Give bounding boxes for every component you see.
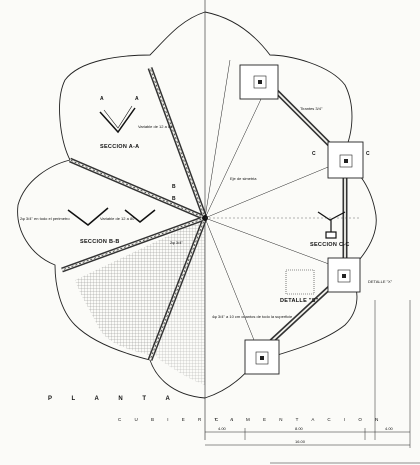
title-planta: P L A N T A (48, 396, 179, 402)
dim-total: 16.00 (295, 439, 306, 444)
note-edge: 2φ 3/4" en todo el perimetro (20, 216, 70, 221)
mark-c2: C (366, 151, 370, 157)
section-b-label: SECCION B-B (80, 239, 120, 245)
note-rebar-4: Variable de 12 a 80 (100, 216, 135, 221)
dim-3: 4.00 (385, 426, 394, 431)
hatched-region (75, 218, 205, 355)
dim-2: 8.00 (295, 426, 304, 431)
note-column: 2φ 3/4" (170, 240, 183, 245)
subtitle-cubierta: C U B I E R T A (118, 417, 239, 422)
subtitle-cimentacion: C I M E N T A C I O N (215, 417, 384, 422)
grade-beams (260, 83, 348, 352)
detalle-s-box (285, 269, 315, 295)
detalle-s-label: DETALLE "S" (280, 298, 319, 304)
mark-b1: B (172, 184, 176, 190)
section-c-drawing (317, 211, 346, 239)
section-a-label: SECCION A-A (100, 144, 139, 150)
note-rebar-2: Tirantes 3/4" (300, 106, 323, 111)
mark-a1: A (100, 96, 104, 102)
detalle-x-label: DETALLE "X" (368, 279, 393, 284)
section-b-drawing (67, 207, 156, 226)
dimension-lines (205, 300, 411, 448)
mark-c1: C (312, 151, 316, 157)
foundation-lines (204, 59, 346, 356)
mark-b2: B (172, 196, 176, 202)
section-a-drawing (99, 105, 136, 134)
hatched-region-2 (150, 225, 205, 385)
mark-a2: A (135, 96, 139, 102)
symmetry-label: Eje de simetria (230, 176, 257, 181)
note-diagonal: 4φ 3/4" a 10 cm cuantos de todo la super… (212, 314, 293, 319)
section-c-label: SECCION C-C (310, 242, 350, 248)
dim-1: 4.00 (218, 426, 227, 431)
note-rebar-3: Variable de 12 a 80 (138, 124, 173, 129)
